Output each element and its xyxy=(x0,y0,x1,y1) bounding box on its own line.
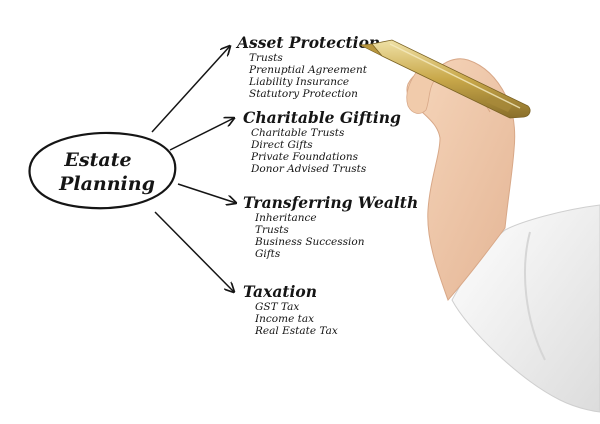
center-ellipse xyxy=(28,131,177,210)
pen-icon xyxy=(358,39,531,119)
branch-item: Real Estate Tax xyxy=(254,325,338,337)
branch-transferring-wealth: Transferring Wealth Inheritance Trusts B… xyxy=(243,193,418,260)
branch-item: Trusts xyxy=(249,52,283,64)
branch-asset-protection: Asset Protection Trusts Prenuptial Agree… xyxy=(235,33,380,100)
branch-item: Gifts xyxy=(255,248,281,260)
arrow-transferring-wealth xyxy=(177,183,236,203)
branch-item: Donor Advised Trusts xyxy=(250,163,367,175)
branch-taxation: Taxation GST Tax Income tax Real Estate … xyxy=(243,282,338,337)
branch-item: Private Foundations xyxy=(250,151,359,163)
center-title-line2: Planning xyxy=(58,173,155,195)
branch-item: Direct Gifts xyxy=(250,139,313,151)
arrow-asset-protection xyxy=(151,46,230,133)
branch-item: Inheritance xyxy=(254,212,317,224)
branch-title: Charitable Gifting xyxy=(243,108,401,127)
branch-title: Asset Protection xyxy=(235,33,380,52)
branch-title: Transferring Wealth xyxy=(243,193,418,212)
branch-item: GST Tax xyxy=(255,301,299,313)
branch-item: Trusts xyxy=(255,224,289,236)
branch-title: Taxation xyxy=(243,282,317,301)
thumb-icon xyxy=(406,69,437,114)
branch-item: Statutory Protection xyxy=(249,88,358,100)
arrow-taxation xyxy=(154,211,234,292)
branch-item: Liability Insurance xyxy=(248,76,349,88)
branch-item: Charitable Trusts xyxy=(251,127,345,139)
coat-fold xyxy=(524,231,546,361)
branch-charitable-gifting: Charitable Gifting Charitable Trusts Dir… xyxy=(243,108,401,175)
branch-item: Income tax xyxy=(254,313,314,325)
branch-item: Business Succession xyxy=(254,236,365,248)
lab-coat-sleeve xyxy=(451,204,600,413)
arrow-charitable-gifting xyxy=(169,118,234,151)
center-node: Estate Planning xyxy=(28,131,177,210)
branch-item: Prenuptial Agreement xyxy=(248,64,368,76)
center-title-line1: Estate xyxy=(63,149,131,171)
